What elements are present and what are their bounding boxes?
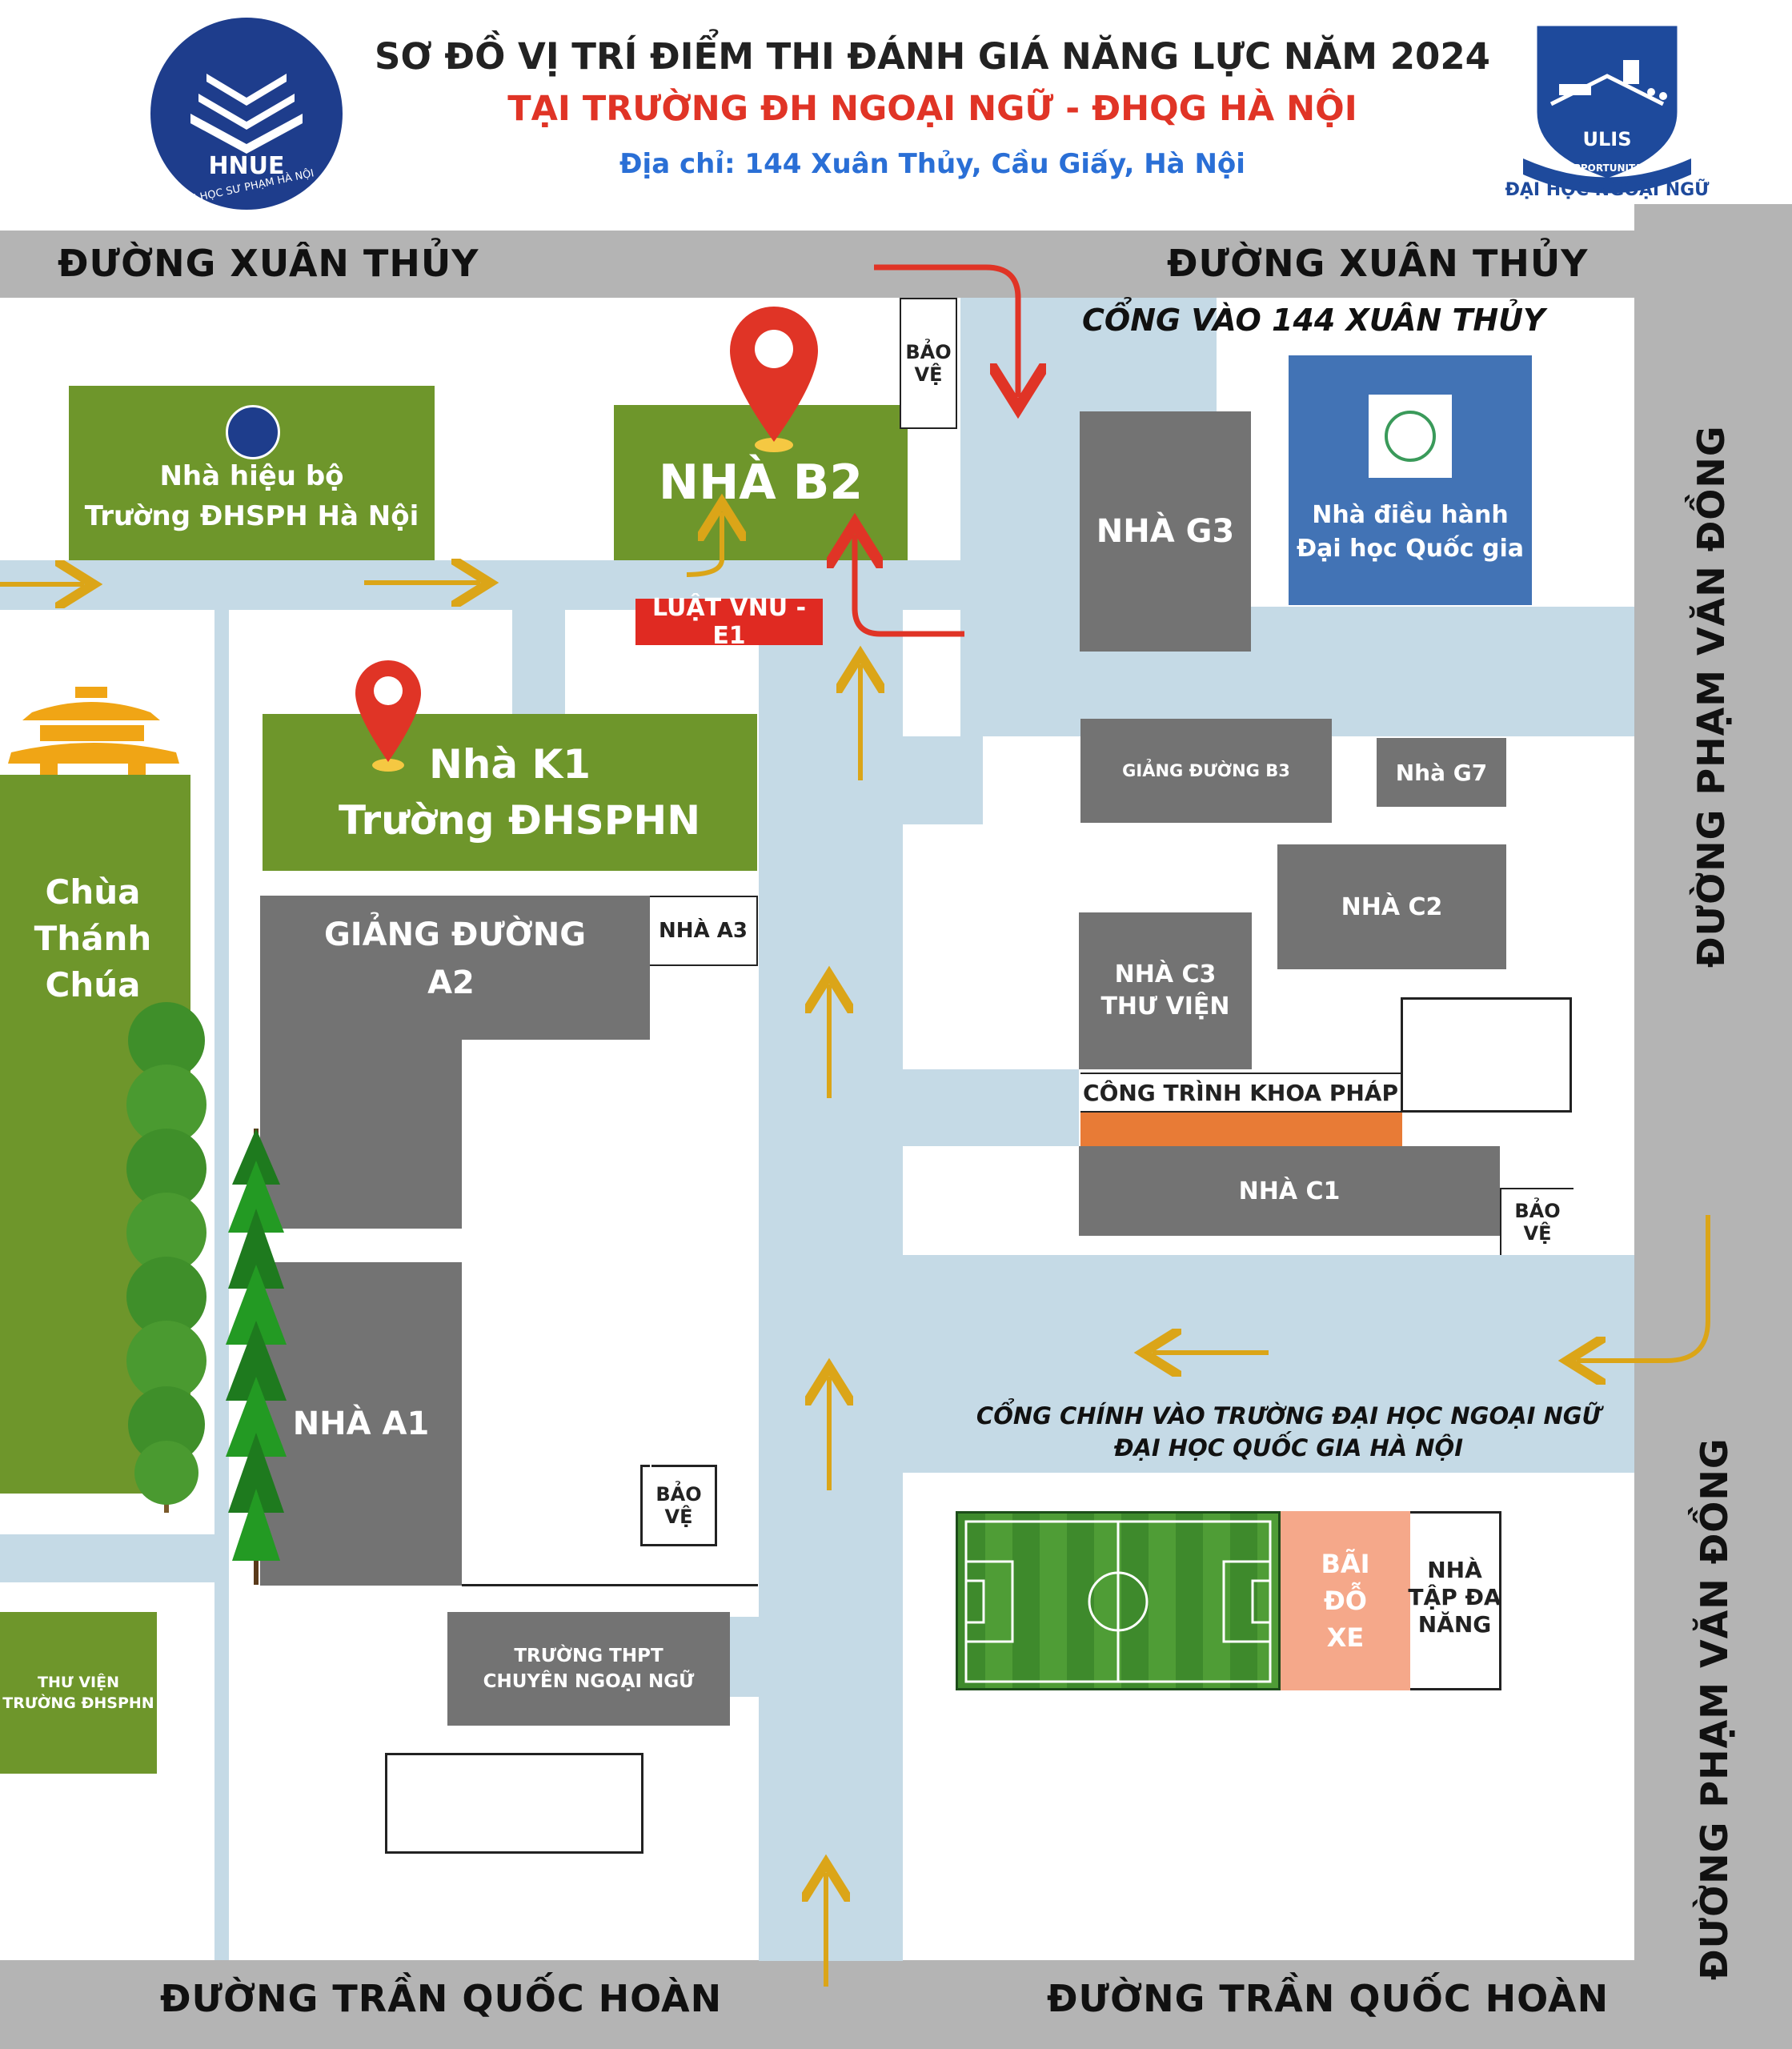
road-east-upper [960, 607, 1634, 736]
building-dieu-hanh-line1: Nhà điều hành [1312, 501, 1509, 529]
ulis-motto: OPPORTUNITAS [1565, 162, 1650, 174]
label-luat-vnu[interactable]: LUẬT VNU - E1 [635, 594, 823, 650]
building-thpt-line1: TRƯỜNG THPT [514, 1646, 663, 1666]
road-connector-b3 [903, 736, 983, 824]
road-left-horizontal [0, 1534, 214, 1582]
hnue-logo: HNUE ĐẠI HỌC SƯ PHẠM HÀ NỘI [150, 18, 343, 210]
ulis-logo-text: ULIS [1582, 128, 1632, 150]
building-hieu-bo[interactable]: Nhà hiệu bộ Trường ĐHSPH Hà Nội [69, 386, 435, 560]
page-title: SƠ ĐỒ VỊ TRÍ ĐIỂM THI ĐÁNH GIÁ NĂNG LỰC … [375, 34, 1490, 78]
hnue-book-icon [190, 74, 303, 154]
building-chua-line3: Chúa [45, 965, 141, 1004]
building-g3[interactable]: NHÀ G3 [1080, 411, 1251, 652]
ulis-shield-icon [1523, 22, 1691, 194]
building-c3[interactable]: NHÀ C3 THƯ VIỆN [1079, 912, 1252, 1069]
building-a2-line2: A2 [427, 964, 475, 1001]
road-left-vertical-2 [512, 610, 565, 714]
building-dieu-hanh-line2: Đại học Quốc gia [1296, 535, 1524, 563]
street-label-bottom-right: ĐƯỜNG TRẦN QUỐC HOÀN [1047, 1977, 1610, 2020]
building-k1-line2: Trường ĐHSPHN [338, 797, 701, 844]
building-a2[interactable]: GIẢNG ĐƯỜNG A2 [260, 896, 650, 1040]
building-tap-line1: NHÀ [1427, 1557, 1482, 1583]
building-g7[interactable]: Nhà G7 [1377, 738, 1506, 807]
building-thpt[interactable]: TRƯỜNG THPT CHUYÊN NGOẠI NGỮ [447, 1612, 730, 1726]
khoa-phap-strip [1080, 1113, 1402, 1146]
street-label-right-lower: ĐƯỜNG PHẠM VĂN ĐỒNG [1693, 1438, 1736, 1980]
hnue-logo-text: HNUE [208, 152, 285, 180]
street-label-bottom-left: ĐƯỜNG TRẦN QUỐC HOÀN [160, 1977, 723, 2020]
ulis-caption: ĐẠI HỌC NGOẠI NGỮ [1505, 179, 1710, 200]
building-dieu-hanh[interactable]: Nhà điều hành Đại học Quốc gia [1289, 355, 1532, 605]
building-a1[interactable]: NHÀ A1 [260, 1262, 462, 1586]
building-chua-line1: Chùa [45, 872, 141, 912]
road-left-vertical-1 [214, 610, 229, 1960]
guard-post-b2: BẢO VỆ [900, 298, 957, 429]
xuan-thuy-street [0, 231, 1634, 298]
building-parking-line1: BÃI [1321, 1549, 1370, 1579]
building-thu-vien-line2: TRƯỜNG ĐHSPHN [2, 1694, 154, 1712]
road-mid-horizontal [903, 1069, 1079, 1146]
hnue-mini-logo-icon [226, 405, 280, 459]
building-k1[interactable]: Nhà K1 Trường ĐHSPHN [263, 714, 757, 871]
main-gate-label-line1: CỔNG CHÍNH VÀO TRƯỜNG ĐẠI HỌC NGOẠI NGỮ [976, 1402, 1602, 1429]
building-a2-line1: GIẢNG ĐƯỜNG [323, 916, 587, 953]
building-tap-line2: TẬP ĐA [1408, 1584, 1501, 1610]
building-b2[interactable]: NHÀ B2 [614, 405, 908, 560]
building-chua-line2: Thánh [34, 919, 152, 958]
line-a1-bottom [462, 1584, 758, 1586]
guard-post-a1: BẢO VỆ [640, 1465, 717, 1546]
page-subtitle: TẠI TRƯỜNG ĐH NGOẠI NGỮ - ĐHQG HÀ NỘI [507, 89, 1357, 129]
building-b3[interactable]: GIẢNG ĐƯỜNG B3 [1080, 719, 1332, 823]
building-khoa-phap[interactable]: CÔNG TRÌNH KHOA PHÁP [1080, 1073, 1402, 1113]
building-tap-line3: NĂNG [1417, 1611, 1492, 1638]
main-gate-label-line2: ĐẠI HỌC QUỐC GIA HÀ NỘI [1113, 1434, 1464, 1462]
page-address: Địa chỉ: 144 Xuân Thủy, Cầu Giấy, Hà Nội [619, 148, 1245, 180]
building-thu-vien-dhsphn[interactable]: THƯ VIỆN TRƯỜNG ĐHSPHN [0, 1612, 157, 1774]
street-label-top-left: ĐƯỜNG XUÂN THỦY [58, 242, 479, 285]
road-main-gate [903, 1255, 1634, 1473]
tran-quoc-hoan-street [0, 1960, 1792, 2049]
building-thpt-line2: CHUYÊN NGOẠI NGỮ [483, 1671, 695, 1692]
building-c1[interactable]: NHÀ C1 [1079, 1146, 1500, 1236]
guard-post-c1: BẢO VỆ [1500, 1188, 1574, 1255]
road-thpt-side [730, 1617, 759, 1697]
building-a2-wing[interactable] [260, 1040, 462, 1229]
street-label-top-right: ĐƯỜNG XUÂN THỦY [1167, 242, 1589, 285]
street-label-right-upper: ĐƯỜNG PHẠM VĂN ĐỒNG [1690, 425, 1733, 968]
pagoda-roof-icon [8, 687, 179, 775]
building-hieu-bo-line1: Nhà hiệu bộ [159, 460, 344, 492]
building-c2[interactable]: NHÀ C2 [1277, 844, 1506, 969]
ulis-logo: ULIS OPPORTUNITAS [1511, 16, 1703, 200]
building-c3-line2: THƯ VIỆN [1100, 992, 1230, 1020]
building-a3[interactable]: NHÀ A3 [650, 896, 758, 966]
road-main-vertical [759, 608, 903, 1961]
building-chua[interactable]: Chùa Thánh Chúa [0, 775, 190, 1494]
road-top-horizontal [0, 560, 984, 610]
football-field-icon [956, 1511, 1281, 1690]
building-parking-line2: ĐỖ [1323, 1586, 1367, 1616]
line-a3-side [650, 966, 651, 1486]
building-empty-east [1401, 997, 1572, 1113]
building-parking[interactable]: BÃI ĐỖ XE [1281, 1511, 1410, 1690]
building-k1-line1: Nhà K1 [428, 741, 591, 788]
building-thu-vien-line1: THƯ VIỆN [37, 1674, 119, 1691]
building-tap-da-nang[interactable]: NHÀ TẬP ĐA NĂNG [1408, 1511, 1501, 1690]
pham-van-dong-street [1634, 204, 1792, 2049]
building-empty-south [385, 1753, 643, 1854]
gate-144-label: CỔNG VÀO 144 XUÂN THỦY [1082, 303, 1545, 338]
building-parking-line3: XE [1326, 1622, 1365, 1653]
dhqg-logo-icon [1369, 395, 1452, 478]
building-hieu-bo-line2: Trường ĐHSPH Hà Nội [84, 500, 419, 532]
building-c3-line1: NHÀ C3 [1114, 960, 1217, 988]
